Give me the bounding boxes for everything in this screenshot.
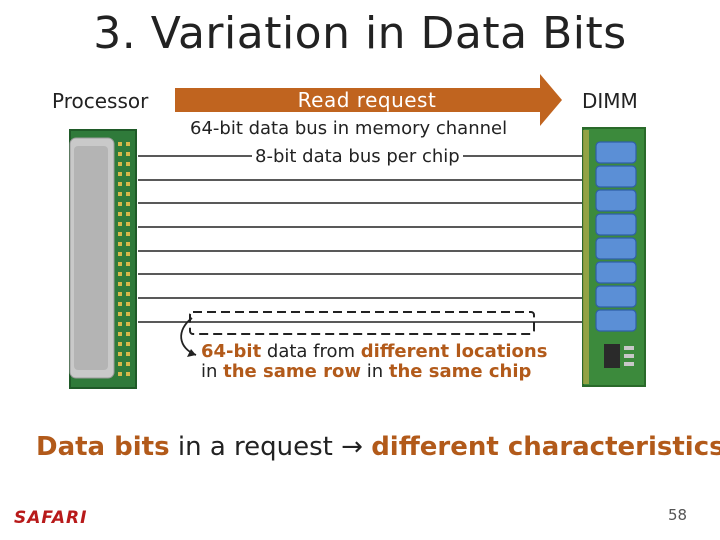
bus-64-label: 64-bit data bus in memory channel xyxy=(190,118,508,139)
note-64bit: 64-bit xyxy=(201,341,262,362)
summary-data-bits: Data bits xyxy=(36,432,170,462)
summary-middle: in a request xyxy=(169,432,342,462)
data-bus-lines xyxy=(138,155,585,323)
note-same-row: the same row xyxy=(223,361,361,382)
note-text-1: data from xyxy=(261,341,361,362)
summary-statement: Data bits in a request → different chara… xyxy=(36,432,720,462)
read-request-label: Read request xyxy=(297,88,437,112)
dimm-image xyxy=(582,127,646,387)
note-line-2: in the same row in the same chip xyxy=(201,362,547,382)
read-request-arrow xyxy=(175,74,562,126)
bus-8-label: 8-bit data bus per chip xyxy=(252,146,463,167)
note-text-3: in xyxy=(361,361,389,382)
summary-characteristics: different characteristics xyxy=(371,432,720,462)
dimm-label: DIMM xyxy=(582,89,638,113)
note-text-2: in xyxy=(201,361,224,382)
note-different-locations: different locations xyxy=(360,341,548,362)
safari-logo: SAFARI xyxy=(14,508,88,528)
processor-image xyxy=(69,129,137,389)
processor-label: Processor xyxy=(52,89,149,113)
data-location-note: 64-bit data from different locations in … xyxy=(201,342,547,382)
right-arrow-icon: → xyxy=(341,432,372,462)
slide-title: 3. Variation in Data Bits xyxy=(93,8,627,59)
note-line-1: 64-bit data from different locations xyxy=(201,342,547,362)
dashed-highlight-box xyxy=(189,311,535,335)
note-same-chip: the same chip xyxy=(388,361,532,382)
curved-arrow xyxy=(180,317,197,357)
page-number: 58 xyxy=(668,506,688,524)
